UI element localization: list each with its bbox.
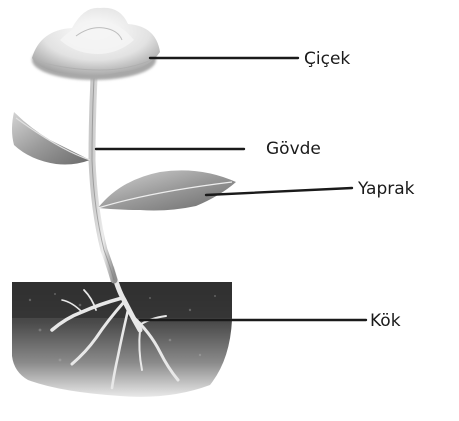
- right-leaf: [98, 170, 236, 210]
- stem-label: Gövde: [266, 139, 321, 159]
- leaf-leader-line: [206, 188, 352, 195]
- root-label: Kök: [370, 311, 401, 331]
- stem: [92, 78, 114, 280]
- left-leaf: [12, 112, 90, 165]
- leaf-label: Yaprak: [357, 179, 415, 199]
- flower: [32, 8, 160, 80]
- flower-label: Çiçek: [304, 49, 350, 69]
